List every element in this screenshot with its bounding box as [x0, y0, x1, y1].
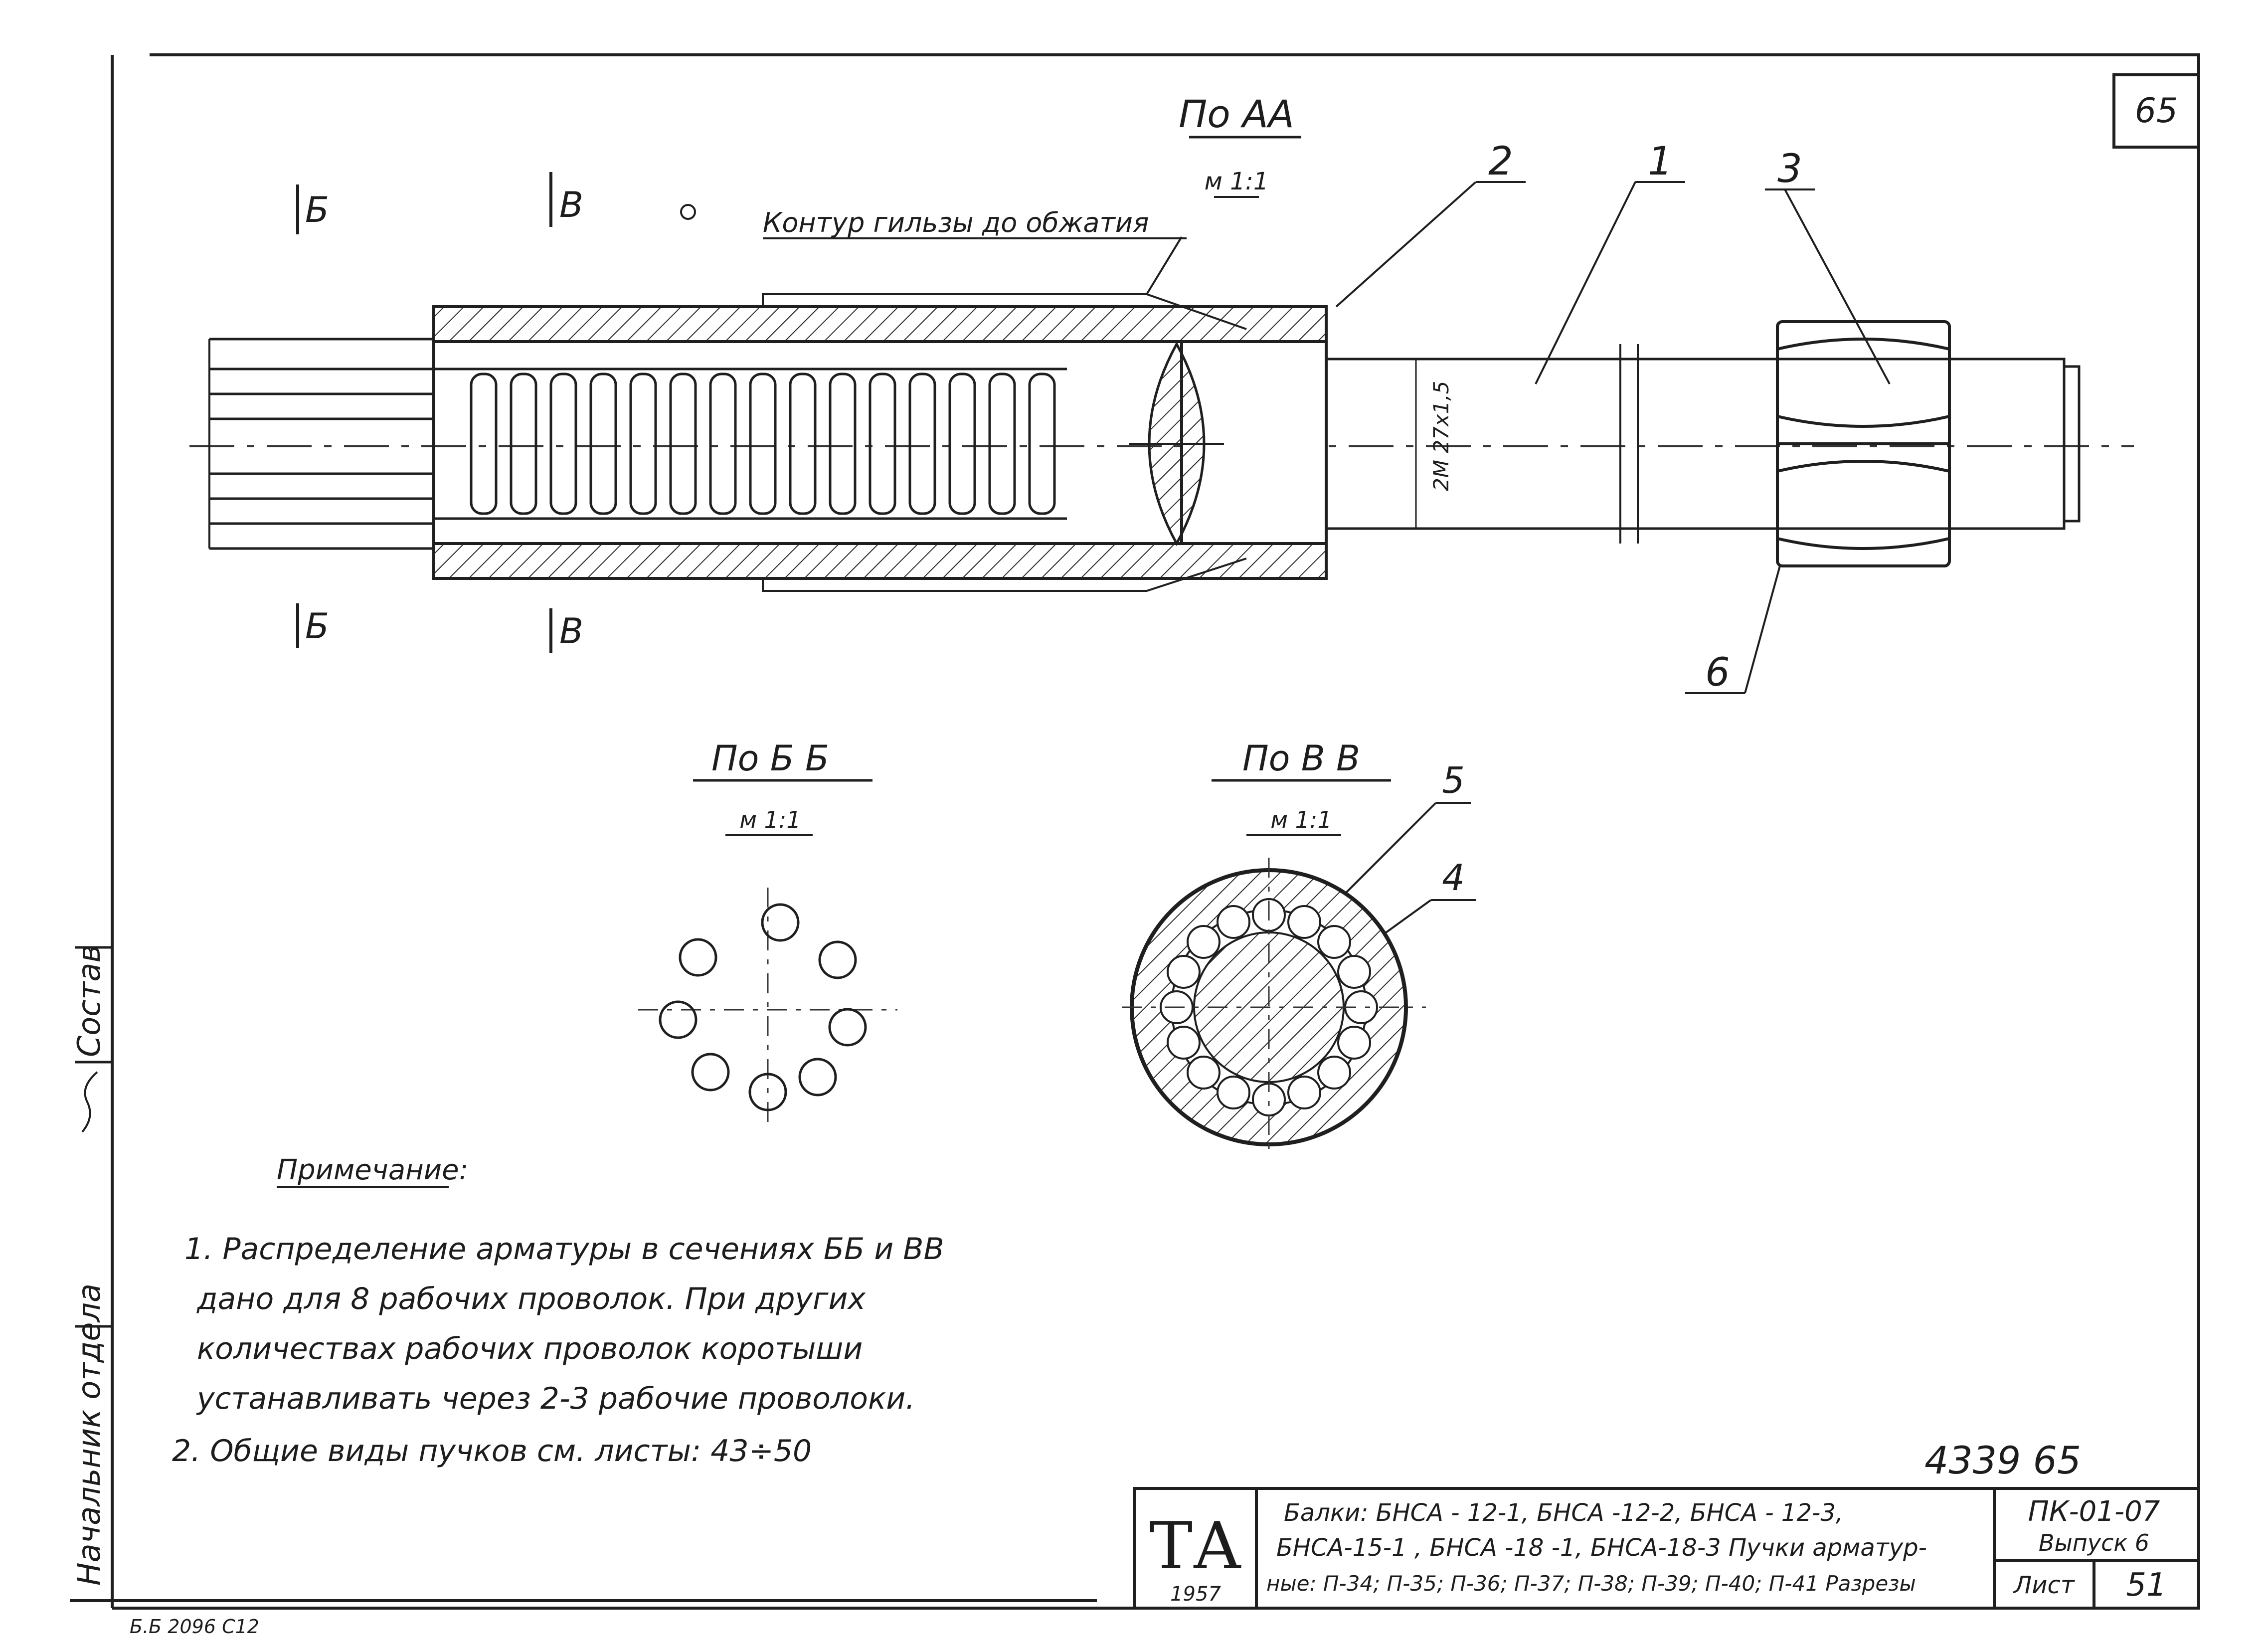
main-view-title: По АА	[1179, 92, 1294, 136]
stamp-title-line-3: ные: П-34; П-35; П-36; П-37; П-38; П-39;…	[1266, 1571, 1916, 1596]
sleeve	[432, 305, 1328, 580]
section-marks	[296, 172, 552, 653]
wire-bundle	[208, 338, 434, 550]
signature-mark	[81, 1071, 98, 1133]
callout-6: 6	[1705, 650, 1730, 695]
doc-number: 4339 65	[1924, 1438, 2081, 1482]
callout-2: 2	[1488, 139, 1513, 184]
main-view-scale: м 1:1	[1205, 168, 1269, 195]
section-mark-v-bottom: В	[559, 611, 583, 652]
note-line-5: 2. Общие виды пучков см. листы: 43÷50	[172, 1434, 812, 1468]
sheet-number: 65	[2135, 91, 2178, 131]
section-bb-scale: м 1:1	[739, 806, 801, 833]
stamp-series: ПК-01-07	[2028, 1495, 2160, 1528]
side-mid-label: Состав	[71, 944, 107, 1057]
thread-dimension: 2М 27х1,5	[1429, 381, 1453, 491]
title-block: 4339 65 ТА 1957 Балки: БНСА - 12-1, БНСА…	[1133, 1438, 2200, 1610]
callout-5: 5	[1442, 759, 1465, 801]
short-wires	[434, 367, 1067, 520]
sleeve-contour	[762, 236, 1247, 592]
section-mark-b-bottom: Б	[305, 606, 329, 647]
stamp-logo-year: 1957	[1170, 1583, 1221, 1606]
section-vv: По В В м 1:1	[1122, 738, 1476, 1157]
section-vv-scale: м 1:1	[1270, 806, 1332, 833]
footer-stamp: Б.Б 2096 С12	[130, 1616, 259, 1638]
section-vv-leaders	[1345, 802, 1476, 933]
note-line-3: количествах рабочих проволок коротыши	[197, 1331, 863, 1366]
ring-of-wires	[1160, 898, 1378, 1116]
notes: Примечание: 1. Распределение арматуры в …	[172, 1154, 944, 1468]
note-line-2: дано для 8 рабочих проволок. При других	[196, 1282, 866, 1316]
side-head-label: Начальник отдела	[71, 1284, 107, 1586]
section-bb: По Б Б м 1:1	[638, 738, 897, 1127]
wire-circles	[659, 903, 867, 1111]
section-bb-title: По Б Б	[711, 738, 829, 779]
notes-heading: Примечание:	[277, 1154, 468, 1186]
stamp-sheet-value: 51	[2126, 1567, 2166, 1604]
callout-4: 4	[1442, 857, 1465, 899]
note-line-4: устанавливать через 2-3 рабочие проволок…	[196, 1381, 915, 1416]
callout-1: 1	[1648, 139, 1673, 184]
sheet-number-box: 65	[2112, 73, 2200, 149]
stamp-title-line-2: БНСА-15-1 , БНСА -18 -1, БНСА-18-3 Пучки…	[1276, 1534, 1927, 1562]
threaded-rod	[1325, 344, 2081, 544]
sleeve-contour-label: Контур гильзы до обжатия	[763, 207, 1149, 238]
stamp-title-line-1: Балки: БНСА - 12-1, БНСА -12-2, БНСА - 1…	[1284, 1499, 1843, 1527]
section-vv-title: По В В	[1242, 738, 1360, 779]
section-mark-b-top: Б	[305, 189, 329, 230]
nuts	[1776, 320, 1951, 567]
stamp-logo: ТА	[1149, 1508, 1241, 1584]
callout-leaders	[1335, 181, 1891, 694]
side-column: Начальник отдела Состав	[71, 944, 112, 1586]
section-mark-v-top: В	[559, 184, 583, 225]
anchor-head	[1129, 341, 1224, 547]
callout-3: 3	[1777, 147, 1802, 191]
note-line-1: 1. Распределение арматуры в сечениях ББ …	[184, 1232, 944, 1267]
stamp-issue: Выпуск 6	[2039, 1529, 2149, 1556]
main-view: По АА м 1:1	[189, 92, 2134, 695]
stamp-sheet-label: Лист	[2013, 1571, 2076, 1599]
